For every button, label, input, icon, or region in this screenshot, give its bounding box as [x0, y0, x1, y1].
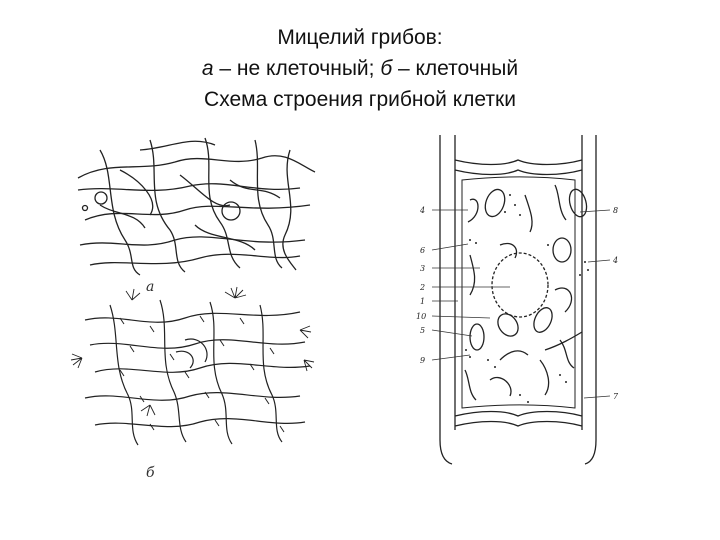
mycelium-b-drawing — [70, 286, 315, 446]
cell-label-5: 5 — [420, 326, 425, 335]
panel-a-label: а — [146, 279, 154, 295]
cell-label-2: 2 — [419, 283, 425, 292]
label-b-inline: б — [380, 57, 393, 80]
cell-label-4-left: 4 — [419, 206, 425, 215]
cell-labels: 4 6 3 2 1 10 5 9 8 4 7 — [416, 206, 619, 401]
cell-label-4-right: 4 — [612, 256, 618, 265]
cell-label-6: 6 — [420, 246, 425, 255]
title-block: Мицелий грибов: а – не клеточный; б – кл… — [0, 22, 720, 115]
panel-b-label: б — [146, 465, 155, 481]
cell-label-10: 10 — [416, 312, 426, 321]
title-line-2-end: – клеточный — [392, 57, 519, 80]
mycelium-a-drawing — [77, 137, 316, 276]
title-line-2: а – не клеточный; б – клеточный — [0, 53, 720, 84]
cell-label-3: 3 — [420, 264, 425, 273]
cell-label-9: 9 — [420, 356, 425, 365]
cell-label-8: 8 — [613, 206, 618, 215]
label-a-inline: а — [201, 57, 214, 80]
cell-label-leaders — [431, 209, 611, 399]
cell-label-1: 1 — [420, 297, 425, 306]
title-line-2-mid: – не клеточный; — [213, 57, 381, 80]
title-line-1: Мицелий грибов: — [277, 26, 443, 49]
cell-label-7: 7 — [613, 392, 619, 401]
title-line-3: Схема строения грибной клетки — [204, 88, 516, 111]
fungal-cell-drawing — [439, 135, 597, 465]
cell-ribosome-dots — [465, 194, 589, 403]
